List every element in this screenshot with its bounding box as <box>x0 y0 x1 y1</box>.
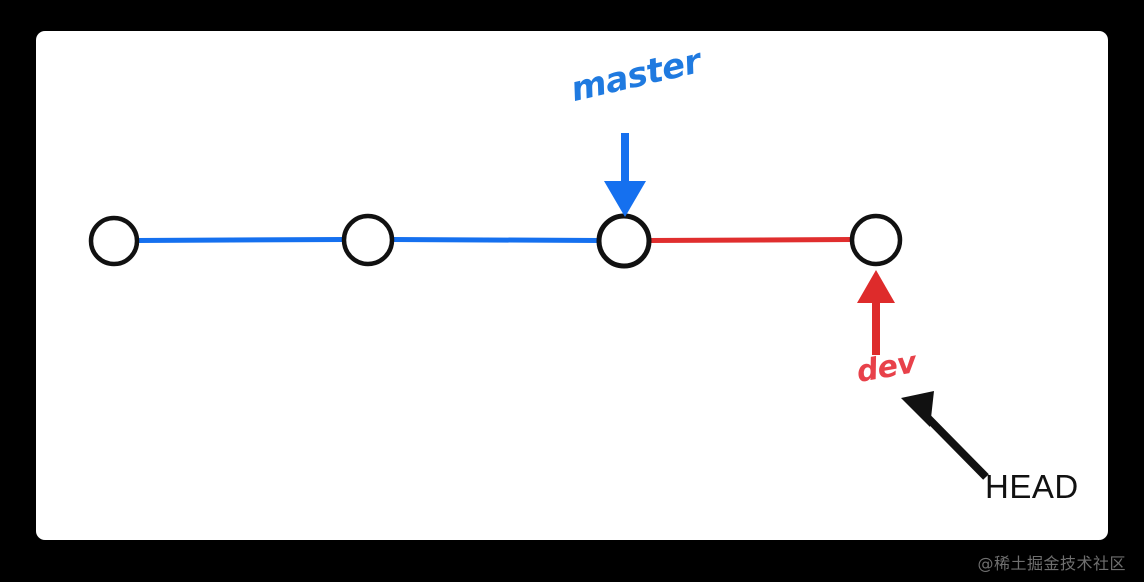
master-arrow <box>604 133 646 217</box>
branch-edges <box>134 237 855 243</box>
commit-node-2[interactable] <box>341 213 395 267</box>
watermark: @稀土掘金技术社区 <box>977 554 1126 573</box>
dev-arrow <box>857 270 895 355</box>
commit-nodes <box>88 213 903 269</box>
edge-c3-c4 <box>646 237 855 243</box>
diagram-card <box>36 31 1108 540</box>
head-label: HEAD <box>985 468 1079 505</box>
commit-node-1[interactable] <box>88 215 140 267</box>
edge-c1-c2 <box>134 237 347 243</box>
edge-c2-c3 <box>389 237 602 243</box>
head-arrow <box>901 391 989 480</box>
commit-node-3[interactable] <box>596 213 652 269</box>
commit-node-4[interactable] <box>849 213 903 267</box>
